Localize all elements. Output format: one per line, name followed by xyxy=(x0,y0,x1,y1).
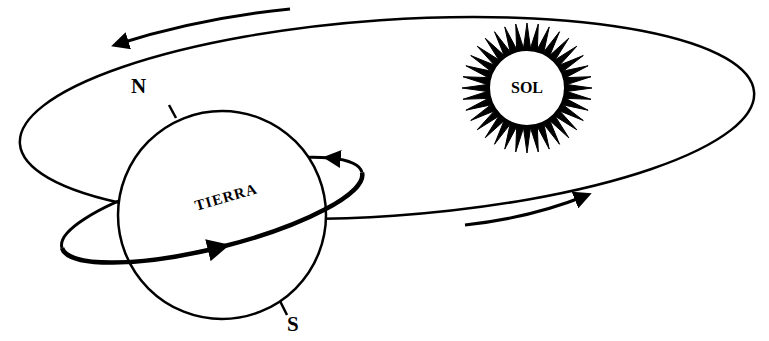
pole-label: S xyxy=(287,314,299,335)
axis-tick xyxy=(169,105,176,118)
rotation-path xyxy=(62,157,330,248)
axis-tick xyxy=(280,301,287,315)
rotation-arrow xyxy=(62,247,221,263)
node-label: TIERRA xyxy=(193,180,260,214)
sun-disc xyxy=(489,50,565,126)
orbit-arrow xyxy=(118,9,290,44)
earth-circle xyxy=(118,111,326,319)
node-label: SOL xyxy=(511,79,543,97)
earth-outline xyxy=(117,110,327,320)
sun-node: SOL xyxy=(461,22,593,154)
sun-rays xyxy=(462,23,592,153)
pole-label: N xyxy=(131,76,146,97)
rotation-arrow xyxy=(330,158,362,173)
earth-node: TIERRA xyxy=(117,110,327,320)
orbit-arrow xyxy=(465,196,585,225)
earth-body xyxy=(118,111,326,319)
